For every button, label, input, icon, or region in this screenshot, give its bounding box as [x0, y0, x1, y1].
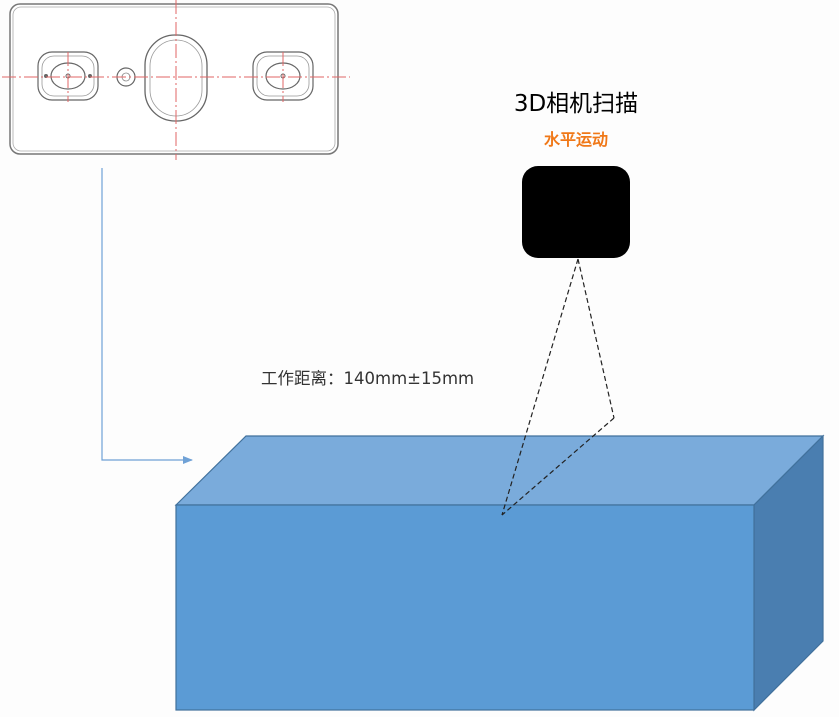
connector-arrow [101, 168, 193, 464]
box-top-face [174, 435, 825, 506]
camera-icon [522, 166, 630, 258]
workpiece-box [174, 434, 825, 712]
working-distance-label: 工作距离：140mm±15mm [261, 369, 474, 388]
scan-field-of-view [501, 258, 615, 516]
sensor-drawing [2, 0, 350, 160]
box-front-face [175, 504, 755, 711]
camera-title: 3D相机扫描 [514, 91, 638, 117]
center-lines [2, 0, 350, 160]
motion-label: 水平运动 [544, 130, 608, 149]
